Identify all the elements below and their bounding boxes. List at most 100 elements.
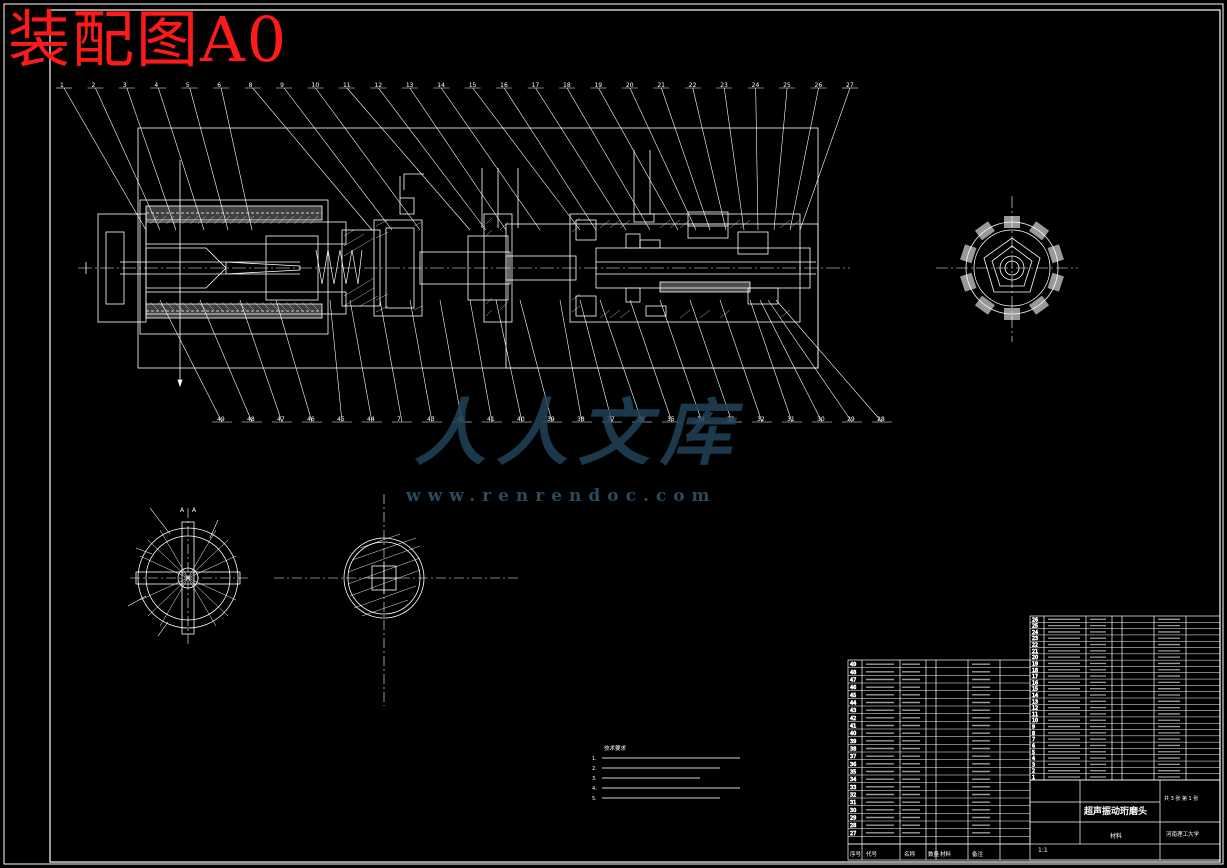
main-section-view	[78, 127, 850, 388]
note-line: 1.	[592, 756, 597, 762]
balloon-top-26: 26	[815, 82, 823, 89]
balloon-top-11: 11	[343, 82, 351, 89]
bom-header-cell: 材料	[940, 850, 952, 858]
balloon-top-22: 22	[689, 82, 697, 89]
note-line: 3.	[592, 776, 597, 782]
watermark-url: www.renrendoc.com	[406, 486, 717, 506]
balloon-bottom-43: 43	[427, 416, 435, 423]
balloon-top-23: 23	[720, 82, 728, 89]
balloon-top-13: 13	[406, 82, 414, 89]
school-name: 河南理工大学	[1166, 830, 1200, 838]
balloon-top-2: 2	[91, 82, 95, 89]
bom-row-number: 42	[850, 716, 856, 722]
balloon-top-15: 15	[469, 82, 477, 89]
bom-row-number: 6	[1032, 743, 1035, 749]
balloon-top-24: 24	[752, 82, 760, 89]
balloon-bottom-40: 40	[517, 416, 525, 423]
bom-row-number: 7	[1032, 737, 1035, 743]
balloon-top-19: 19	[594, 82, 602, 89]
title-block-text: 超声振动珩磨头 1:1 材料 共 3 张 第 1 张 河南理工大学	[1038, 795, 1200, 854]
bom-row-number: 9	[1032, 725, 1035, 731]
balloon-bottom-41: 41	[487, 416, 495, 423]
balloon-top-18: 18	[563, 82, 571, 89]
inner-border	[49, 9, 1221, 863]
bom-row-number: 27	[850, 831, 856, 837]
bom-row-number: 34	[850, 777, 856, 783]
balloon-top-16: 16	[500, 82, 508, 89]
bom-row-number: 30	[850, 808, 856, 814]
balloon-top-12: 12	[374, 82, 382, 89]
balloon-bottom-30: 30	[817, 416, 825, 423]
balloon-bottom-49: 49	[217, 416, 225, 423]
watermark-logo-text: 人人文库	[414, 390, 743, 475]
part-name: 超声振动珩磨头	[1083, 805, 1147, 817]
material-label: 材料	[1110, 832, 1122, 840]
bom-row-number: 39	[850, 739, 856, 745]
balloon-top-14: 14	[437, 82, 445, 89]
section-view-a: A A	[127, 507, 250, 646]
bom-row-number: 47	[850, 678, 856, 684]
bom-row-number: 5	[1032, 750, 1035, 756]
balloon-top-5: 5	[186, 82, 190, 89]
balloon-bottom-48: 48	[247, 416, 255, 423]
bom-row-number: 32	[850, 793, 856, 799]
bom-header-cell: 代号	[866, 850, 878, 858]
outer-border	[3, 3, 1224, 865]
note-line: 2.	[592, 766, 597, 772]
notes-title: 技术要求	[604, 744, 627, 752]
note-line: 5.	[592, 796, 597, 802]
balloon-bottom-38: 38	[577, 416, 585, 423]
leaders-bottom	[159, 299, 892, 423]
bom-row-number: 37	[850, 754, 856, 760]
bom-row-number: 45	[850, 693, 856, 699]
balloon-top-20: 20	[626, 82, 634, 89]
section-view-b	[274, 494, 520, 706]
bom-row-number: 29	[850, 816, 856, 822]
bom-row-number: 4	[1032, 756, 1035, 762]
bom-header-cell: 备注	[972, 850, 984, 858]
balloon-bottom-7: 7	[397, 416, 401, 423]
svg-text:A: A	[180, 507, 185, 514]
leaders-top	[56, 87, 858, 231]
bom-row-number: 49	[850, 662, 856, 668]
bom-row-number: 2	[1032, 769, 1035, 775]
balloon-top-17: 17	[532, 82, 540, 89]
bom-row-number: 11	[1032, 712, 1038, 718]
bom-row-number: 20	[1032, 655, 1038, 661]
bom-row-number: 21	[1032, 649, 1038, 655]
bom-row-number: 26	[1032, 617, 1038, 623]
balloon-bottom-34: 34	[697, 416, 705, 423]
balloon-top-3: 3	[123, 82, 127, 89]
balloon-bottom-31: 31	[787, 416, 795, 423]
balloon-top-6: 6	[217, 82, 221, 89]
bom-header-cell: 序号	[850, 850, 862, 858]
bom-header-cell: 名称	[904, 850, 916, 858]
bom-header-cell: 数量	[928, 850, 940, 858]
balloon-top-9: 9	[280, 82, 284, 89]
bom-row-number: 22	[1032, 643, 1038, 649]
technical-notes: 技术要求 1.2.3.4.5.	[592, 744, 740, 802]
balloon-top-21: 21	[657, 82, 665, 89]
balloon-bottom-46: 46	[307, 416, 315, 423]
bom-row-number: 48	[850, 670, 856, 676]
bom-row-number: 25	[1032, 624, 1038, 630]
bom-row-number: 36	[850, 762, 856, 768]
balloon-top-4: 4	[154, 82, 158, 89]
bom-row-number: 12	[1032, 706, 1038, 712]
bom-row-number: 13	[1032, 699, 1038, 705]
sheet-count: 共 3 张 第 1 张	[1164, 795, 1198, 802]
balloon-bottom-45: 45	[337, 416, 345, 423]
scale: 1:1	[1038, 847, 1048, 854]
balloon-bottom-44: 44	[367, 416, 375, 423]
main-hatching	[149, 215, 801, 319]
balloon-bottom-33: 33	[727, 416, 735, 423]
end-view-right	[936, 196, 1078, 342]
bom-row-number: 10	[1032, 718, 1038, 724]
balloon-bottom-29: 29	[847, 416, 855, 423]
bom-row-number: 46	[850, 685, 856, 691]
bom-row-number: 24	[1032, 630, 1038, 636]
balloon-bottom-47: 47	[277, 416, 285, 423]
bom-row-number: 15	[1032, 687, 1038, 693]
